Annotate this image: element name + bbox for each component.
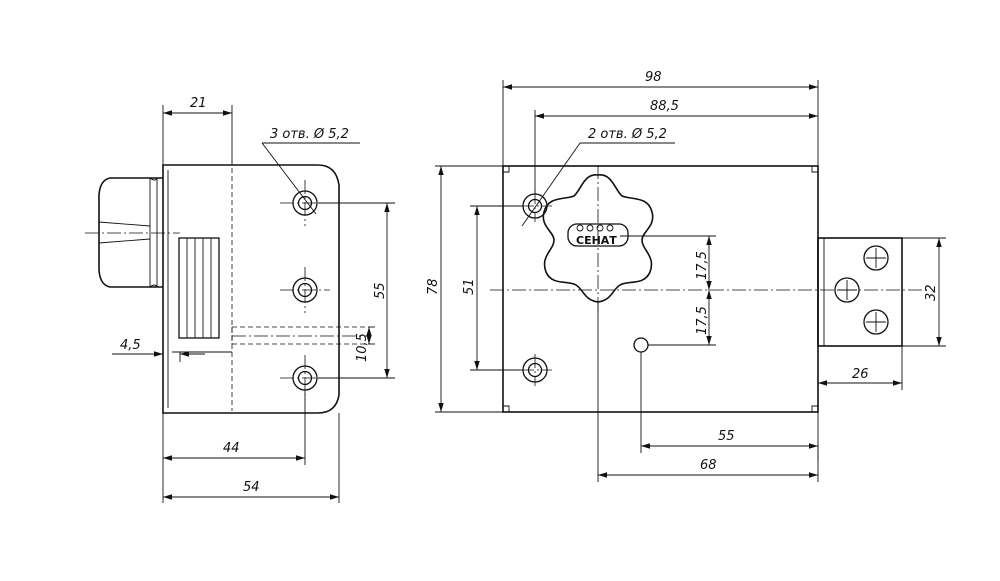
dim-98: 98 [645,70,662,85]
dim-17-5-bottom: 17,5 [695,306,710,335]
dim-4-5: 4,5 [120,338,141,353]
dim-17-5-top: 17,5 [695,251,710,280]
dim-32: 32 [924,284,939,301]
dim-51: 51 [462,278,477,295]
dim-55-side: 55 [373,282,388,299]
front-holes-note: 2 отв. Ø 5,2 [588,127,667,142]
dim-68: 68 [700,458,717,473]
side-knob [98,177,163,288]
side-body-outline [162,164,340,414]
front-view: СЕНАТ 98 88,5 2 отв. Ø [426,70,946,482]
front-bolt-plate [817,237,903,347]
dim-10-5: 10,5 [355,333,370,362]
dim-54: 54 [243,480,260,495]
dim-44: 44 [223,441,240,456]
dim-55-front: 55 [718,429,735,444]
front-hole-small [633,337,649,353]
dim-88-5: 88,5 [650,99,679,114]
dim-78: 78 [426,278,441,295]
side-latch [178,237,220,339]
brand-label: СЕНАТ [576,234,617,247]
side-view: 21 55 10,5 4,5 44 54 3 отв. Ø 5,2 [85,96,395,503]
dim-21: 21 [190,96,207,111]
dim-26: 26 [852,367,869,382]
side-holes-note: 3 отв. Ø 5,2 [270,127,349,142]
